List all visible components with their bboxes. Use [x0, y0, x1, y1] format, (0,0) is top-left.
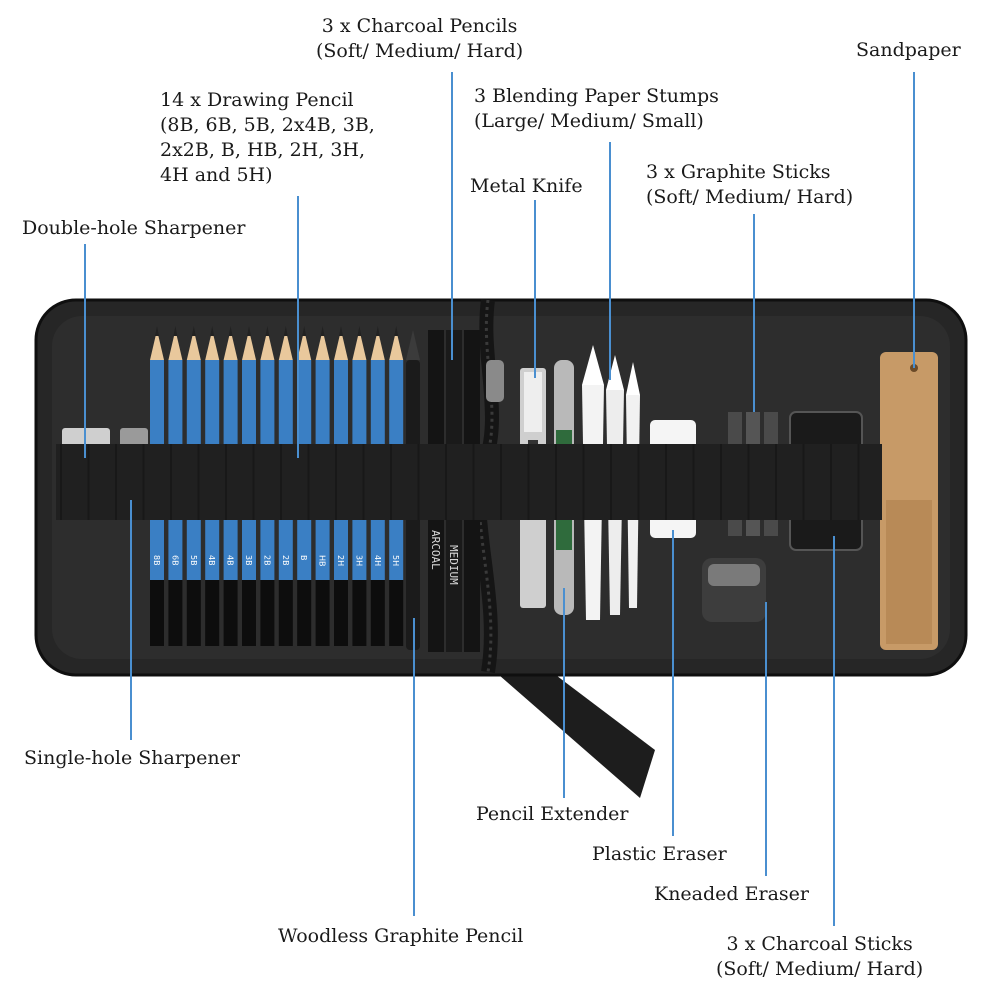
pencil-grade-label: 5H — [391, 555, 400, 566]
pencil-grade-label: 4B — [207, 555, 216, 566]
case-pull-strap — [468, 648, 655, 798]
charcoal-sticks-label: 3 x Charcoal Sticks (Soft/ Medium/ Hard) — [716, 933, 924, 980]
pencil-grade-label: 2H — [336, 555, 345, 566]
pencil-grade-label: 2B — [281, 555, 290, 566]
drawing-pencil-label: 14 x Drawing Pencil (8B, 6B, 5B, 2x4B, 3… — [160, 89, 375, 186]
sandpaper-block — [880, 352, 938, 650]
pencil-grade-label: 5B — [189, 555, 198, 566]
pencil-grade-label: 3B — [244, 555, 253, 566]
pencil-grade-label: 2B — [262, 555, 271, 566]
pencil-grade-label: 8B — [152, 555, 161, 566]
charcoal-pencils-label: 3 x Charcoal Pencils (Soft/ Medium/ Hard… — [316, 15, 524, 62]
double-sharpener-label: Double-hole Sharpener — [22, 217, 246, 239]
graphite-sticks-label: 3 x Graphite Sticks (Soft/ Medium/ Hard) — [646, 161, 854, 208]
charcoal-pencil-text: ARCOAL — [429, 530, 442, 570]
single-sharpener-label: Single-hole Sharpener — [24, 747, 240, 769]
sandpaper-label: Sandpaper — [856, 39, 961, 61]
charcoal-pencil-text: MEDIUM — [447, 545, 460, 585]
pencil-grade-label: 6B — [170, 555, 179, 566]
woodless-pencil-label: Woodless Graphite Pencil — [278, 925, 524, 947]
pencil-extender-label: Pencil Extender — [476, 803, 629, 825]
pencil-grade-label: 3H — [354, 555, 363, 566]
plastic-eraser-label: Plastic Eraser — [592, 843, 727, 865]
pencil-grade-label: 4B — [226, 555, 235, 566]
leader-lines — [84, 72, 915, 926]
pencil-grade-label: 4H — [373, 555, 382, 566]
elastic-band — [56, 444, 882, 520]
drawing-pencil: HB — [315, 326, 330, 646]
pencil-grade-label: HB — [318, 555, 327, 567]
kneaded-eraser-label: Kneaded Eraser — [654, 883, 809, 905]
zipper-slider — [486, 360, 504, 402]
drawing-pencil: 3B — [242, 326, 256, 646]
blending-stumps-label: 3 Blending Paper Stumps (Large/ Medium/ … — [474, 85, 719, 132]
pencil-grade-label: B — [299, 555, 308, 561]
metal-knife-label: Metal Knife — [470, 175, 583, 197]
